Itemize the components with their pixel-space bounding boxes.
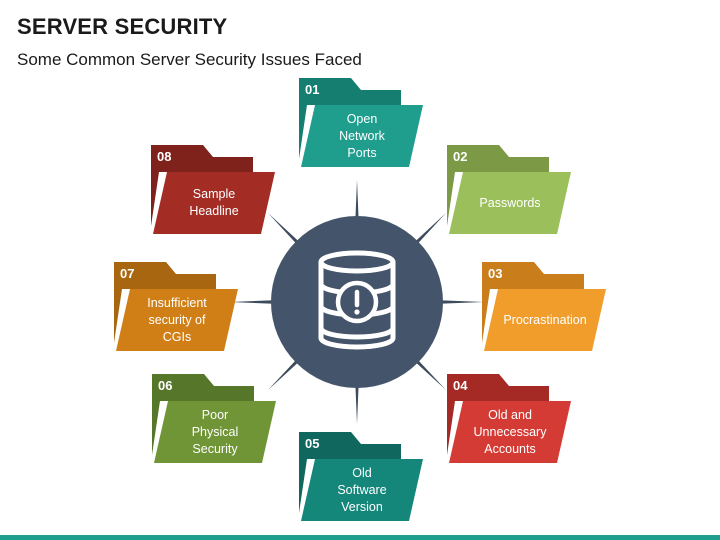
page-title: SERVER SECURITY bbox=[17, 14, 228, 39]
issue-number: 05 bbox=[305, 436, 320, 451]
folder-front bbox=[153, 172, 275, 234]
folder-tab bbox=[152, 374, 254, 455]
folder-tab bbox=[447, 145, 549, 226]
issue-number: 02 bbox=[453, 149, 468, 164]
folder-front bbox=[154, 401, 276, 463]
issue-card-07 bbox=[114, 262, 238, 351]
issue-card-05 bbox=[299, 432, 423, 521]
folder-tab bbox=[482, 262, 584, 343]
folder-front bbox=[301, 459, 423, 521]
folder-tab bbox=[151, 145, 253, 226]
folder-front bbox=[484, 289, 606, 351]
folder-tab bbox=[299, 432, 401, 513]
issue-card-08 bbox=[151, 145, 275, 234]
issue-number: 07 bbox=[120, 266, 135, 281]
folder-tab bbox=[299, 78, 401, 159]
issue-number: 08 bbox=[157, 149, 172, 164]
issue-card-01 bbox=[299, 78, 423, 167]
issue-card-03 bbox=[482, 262, 606, 351]
hub bbox=[271, 216, 443, 388]
bottom-accent-bar bbox=[0, 535, 720, 540]
issue-card-02 bbox=[447, 145, 571, 234]
issue-number: 06 bbox=[158, 378, 173, 393]
folder-front bbox=[301, 105, 423, 167]
folders bbox=[114, 78, 606, 521]
folder-front bbox=[449, 401, 571, 463]
issue-number: 03 bbox=[488, 266, 503, 281]
folder-front bbox=[116, 289, 238, 351]
issue-number: 04 bbox=[453, 378, 468, 393]
folder-tab bbox=[114, 262, 216, 343]
issue-number: 01 bbox=[305, 82, 320, 97]
issue-card-04 bbox=[447, 374, 571, 463]
page-subtitle: Some Common Server Security Issues Faced bbox=[17, 50, 362, 69]
issue-card-06 bbox=[152, 374, 276, 463]
database-warning-icon bbox=[318, 250, 396, 350]
folder-front bbox=[449, 172, 571, 234]
folder-tab bbox=[447, 374, 549, 455]
